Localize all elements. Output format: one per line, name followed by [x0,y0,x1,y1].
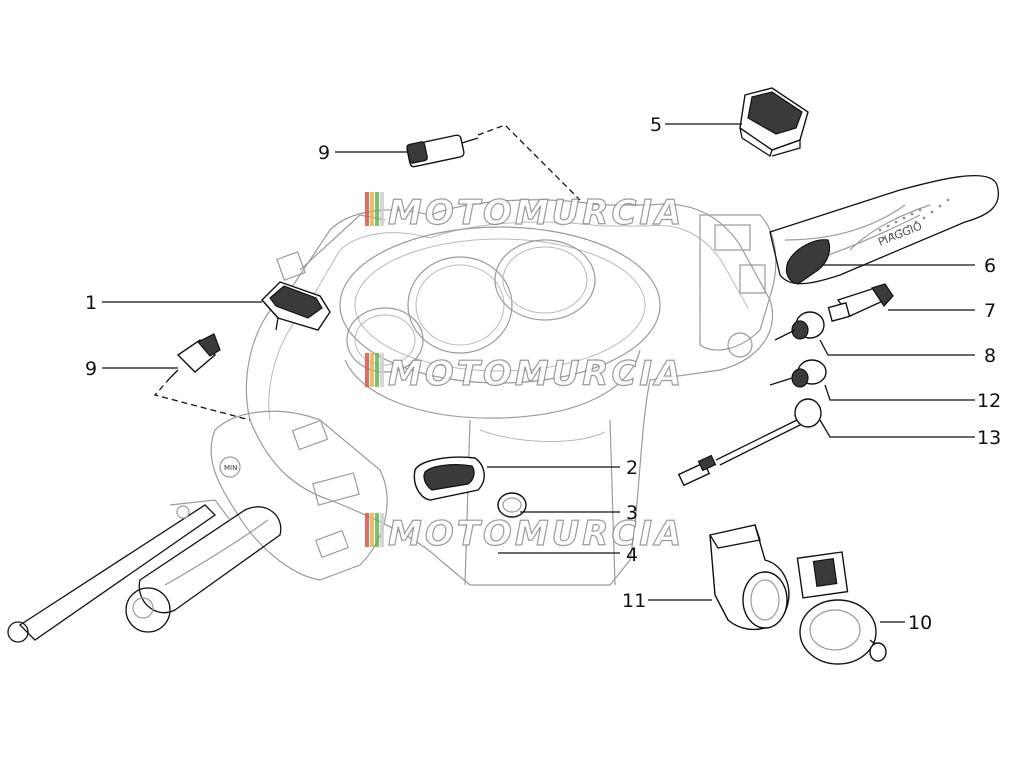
part-8-bulb-holder [774,311,825,341]
leader-lines [102,123,975,623]
callout-12: 12 [977,390,1001,412]
part-5-switch [739,87,809,157]
watermark-text: MOTOMURCIA [388,354,684,394]
callout-labels: 1 2 3 4 5 6 7 8 9 9 10 11 12 13 [85,114,1001,634]
callout-4: 4 [626,544,638,566]
part-6-insert [785,239,831,285]
grip-brand-text: PIAGGIO [876,219,924,248]
callout-10: 10 [908,612,932,634]
part-10-ignition [796,551,887,665]
callout-1: 1 [85,292,97,314]
part-3-cap [497,492,527,518]
part-9-plug-left [169,333,221,379]
watermark-text: MOTOMURCIA [388,193,684,233]
part-9-plug-top [406,134,479,168]
callout-5: 5 [650,114,662,136]
part-11-bezel [709,524,790,631]
watermark-1: MOTOMURCIA [365,192,684,234]
callout-9-left: 9 [85,358,97,380]
watermark-2: MOTOMURCIA [365,353,684,395]
callout-8: 8 [984,345,996,367]
emblem-text: MIN [224,464,237,472]
part-13-wire-harness [677,398,822,487]
part-1-switch [261,281,331,331]
callout-2: 2 [626,457,638,479]
watermark-text: MOTOMURCIA [388,514,684,554]
callout-7: 7 [984,300,996,322]
part-7-connector [827,283,894,322]
callout-11: 11 [622,590,646,612]
watermark-3: MOTOMURCIA [365,513,684,555]
part-2-switch [413,456,485,501]
callout-3: 3 [626,502,638,524]
left-grip-and-lever: MIN [7,456,282,643]
handlebar-assembly-outline [210,199,777,586]
callout-9-top: 9 [318,142,330,164]
callout-13: 13 [977,427,1001,449]
callout-6: 6 [984,255,996,277]
part-12-bulb-holder [769,359,827,388]
dashed-connectors [153,124,581,421]
